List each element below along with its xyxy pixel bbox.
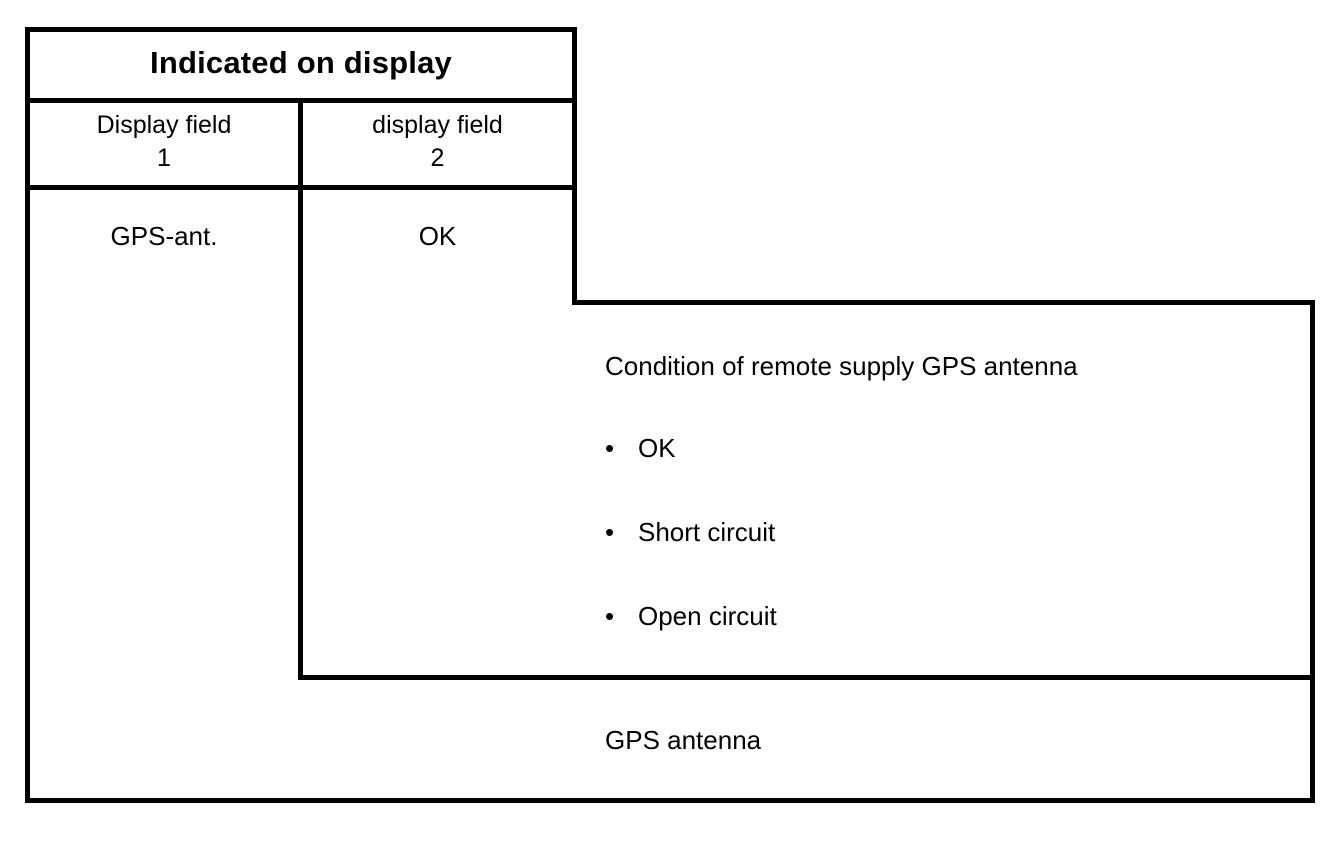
table-right-border [572,27,577,304]
bullet-icon: • [605,433,615,463]
outer-right-border [1310,300,1315,803]
column-header-display-field-1-line2: 1 [157,144,171,172]
table-top-border [25,27,572,32]
table-cell-field1-value: GPS-ant. [110,221,218,251]
outer-left-border [25,27,30,803]
callout-1-heading: Condition of remote supply GPS antenna [605,351,1078,381]
page-title: Indicated on display [150,45,452,80]
column-header-display-field-2-line1: display field [372,111,503,139]
bullet-icon: • [605,517,615,547]
callout-1-bottom-border [298,675,1315,680]
list-item-label: Short circuit [638,517,776,547]
table-cell-field2-value: OK [418,221,457,251]
callout-1-top-border [572,300,1315,305]
callout-2-heading: GPS antenna [605,725,762,755]
list-item: • Open circuit [605,601,777,631]
list-item: • Short circuit [605,517,776,547]
column-header-display-field-1-line1: Display field [96,111,232,139]
list-item: • OK [605,433,676,463]
bullet-icon: • [605,601,615,631]
column-divider [298,98,303,679]
list-item-label: Open circuit [638,601,777,631]
column-header-display-field-2-line2: 2 [430,144,445,172]
outer-bottom-border [25,798,1315,803]
list-item-label: OK [638,433,676,463]
